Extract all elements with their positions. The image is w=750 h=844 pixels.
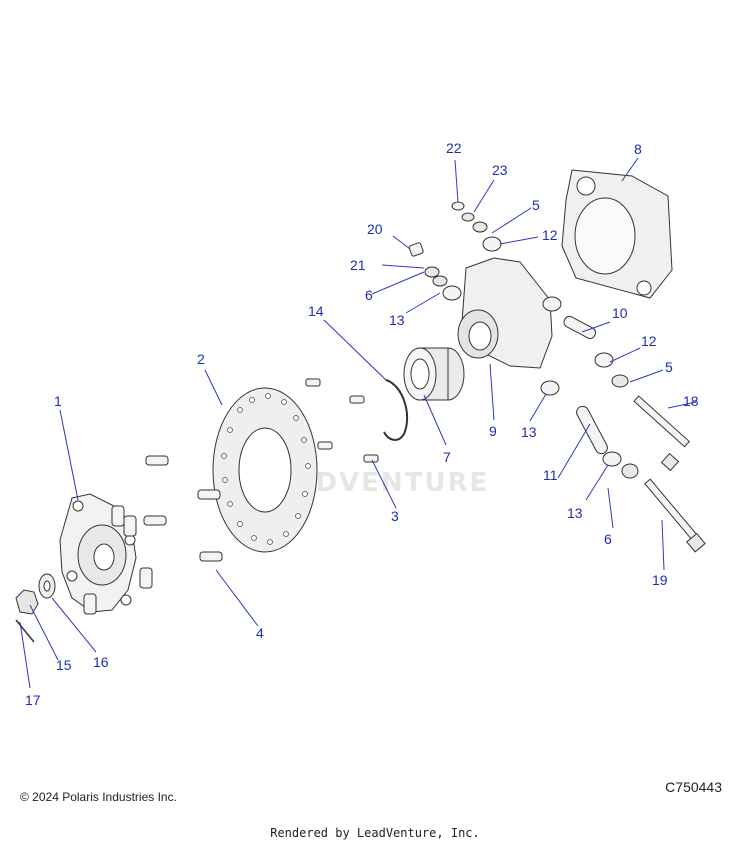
callout-8[interactable]: 8 [634,141,642,157]
callout-11[interactable]: 11 [543,467,558,483]
snap-ring [383,379,409,441]
callout-2[interactable]: 2 [197,351,205,367]
wheel-bearing [403,347,465,401]
callout-10[interactable]: 10 [612,305,628,321]
drawing-number: C750443 [665,779,722,795]
callout-6-upper[interactable]: 6 [365,287,373,303]
wheel-hub [59,493,153,615]
callout-18[interactable]: 18 [683,393,699,409]
callout-3[interactable]: 3 [391,508,399,524]
callout-12-lower[interactable]: 12 [641,333,657,349]
disc-bolts [305,378,379,463]
upper-carrier [561,169,673,299]
rendered-by-credit: Rendered by LeadVenture, Inc. [270,826,480,840]
callout-4[interactable]: 4 [256,625,264,641]
callout-7[interactable]: 7 [443,449,451,465]
bearing-carrier [457,257,553,369]
callout-1[interactable]: 1 [54,393,62,409]
wheel-studs [143,455,223,562]
cotter-pin [15,619,35,643]
castle-nut [15,589,39,615]
callout-6-lower[interactable]: 6 [604,531,612,547]
callout-13-upper[interactable]: 13 [389,312,405,328]
washer-hole [43,580,51,592]
copyright-notice: © 2024 Polaris Industries Inc. [20,790,177,804]
callout-13-middle[interactable]: 13 [521,424,537,440]
callout-12-upper[interactable]: 12 [542,227,558,243]
bushings [408,201,639,479]
callout-20[interactable]: 20 [367,221,383,237]
callout-9[interactable]: 9 [489,423,497,439]
callout-14[interactable]: 14 [308,303,324,319]
callout-19[interactable]: 19 [652,572,668,588]
pivot-bolts [633,395,706,553]
callout-5-upper[interactable]: 5 [532,197,540,213]
callout-17[interactable]: 17 [25,692,41,708]
callout-13-lower[interactable]: 13 [567,505,583,521]
leader-lines [19,157,697,689]
callout-22[interactable]: 22 [446,140,462,156]
callout-23[interactable]: 23 [492,162,508,178]
callout-15[interactable]: 15 [56,657,72,673]
brake-disc [212,387,318,553]
callout-21[interactable]: 21 [350,257,366,273]
callout-16[interactable]: 16 [93,654,109,670]
callout-5-lower[interactable]: 5 [665,359,673,375]
